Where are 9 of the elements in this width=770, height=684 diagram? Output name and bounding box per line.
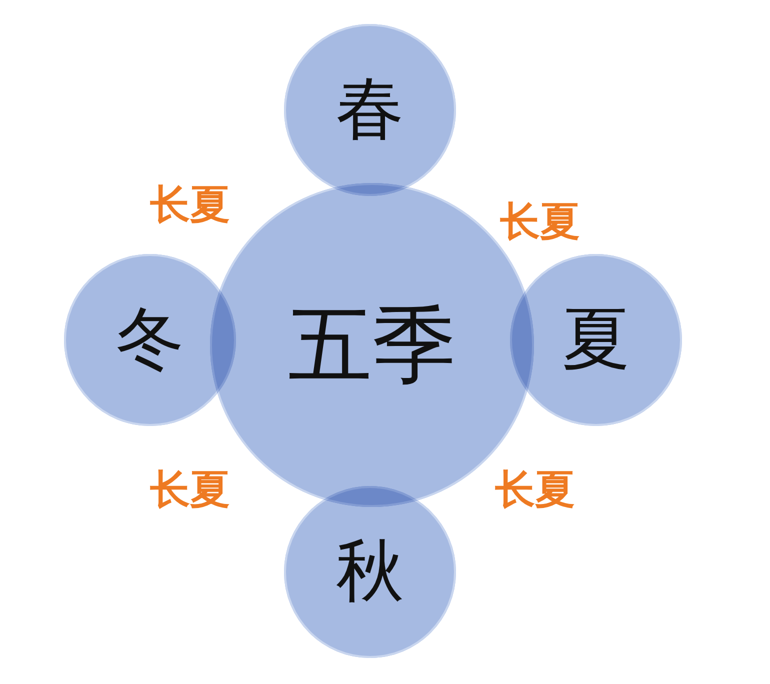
season-label: 长夏: [150, 185, 230, 225]
season-label: 长夏: [500, 202, 580, 242]
season-label: 长夏: [150, 470, 230, 510]
circle-label: 夏: [562, 306, 630, 374]
circle-label: 冬: [116, 306, 184, 374]
circle-label: 五季: [288, 303, 456, 387]
circle-label: 春: [336, 76, 404, 144]
circle-label: 秋: [336, 538, 404, 606]
season-label: 长夏: [495, 470, 575, 510]
